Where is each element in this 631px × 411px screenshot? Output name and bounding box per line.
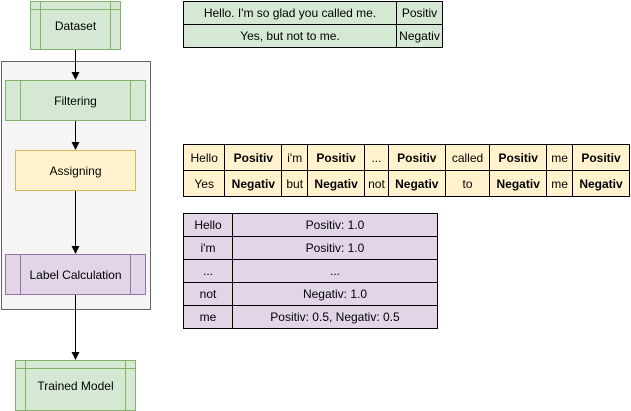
trained-model-label: Trained Model — [37, 378, 114, 393]
token-word: Hello — [182, 144, 226, 171]
token-word: not — [364, 170, 389, 197]
score-cell: Positiv: 0.5, Negativ: 0.5 — [232, 305, 438, 329]
score-cell: ... — [232, 259, 438, 283]
token-label: Negativ — [387, 170, 446, 197]
assigning-node: Assigning — [15, 150, 136, 191]
word-label-table: Hello Positiv: 1.0 i'm Positiv: 1.0 ... … — [183, 213, 438, 329]
score-cell: Negativ: 1.0 — [232, 282, 438, 306]
token-label: Positiv — [307, 144, 366, 171]
table-row: Hello. I'm so glad you called me. Positi… — [183, 1, 443, 25]
token-label: Negativ — [224, 170, 283, 197]
word-cell: me — [183, 305, 233, 329]
word-cell: Hello — [183, 213, 233, 237]
token-label: Positiv — [572, 144, 630, 171]
word-cell: ... — [183, 259, 233, 283]
sentence-text: Yes, but not to me. — [183, 24, 397, 48]
token-word: to — [444, 170, 491, 197]
token-label: Negativ — [307, 170, 366, 197]
dataset-label: Dataset — [54, 18, 97, 33]
token-label: Positiv — [387, 144, 446, 171]
filtering-node: Filtering — [5, 80, 146, 121]
score-cell: Positiv: 1.0 — [232, 236, 438, 260]
label-calculation-node: Label Calculation — [5, 254, 146, 295]
assigning-label: Assigning — [49, 163, 102, 178]
sentence-text: Hello. I'm so glad you called me. — [183, 1, 397, 25]
sentence-label: Negativ — [396, 24, 443, 48]
table-row: Yes Negativ but Negativ not Negativ to N… — [182, 170, 630, 197]
token-word: me — [546, 170, 574, 197]
token-label: Positiv — [489, 144, 548, 171]
table-row: i'm Positiv: 1.0 — [183, 236, 438, 260]
dataset-node: Dataset — [30, 1, 121, 50]
word-cell: i'm — [183, 236, 233, 260]
table-row: Yes, but not to me. Negativ — [183, 24, 443, 48]
token-label: Negativ — [572, 170, 630, 197]
table-row: me Positiv: 0.5, Negativ: 0.5 — [183, 305, 438, 329]
sentence-table: Hello. I'm so glad you called me. Positi… — [183, 1, 443, 48]
filtering-label: Filtering — [54, 93, 97, 108]
table-row: Hello Positiv: 1.0 — [183, 213, 438, 237]
token-word: i'm — [281, 144, 309, 171]
token-word: Yes — [182, 170, 226, 197]
table-row: ... ... — [183, 259, 438, 283]
token-label: Negativ — [489, 170, 548, 197]
table-row: not Negativ: 1.0 — [183, 282, 438, 306]
table-row: Hello Positiv i'm Positiv ... Positiv ca… — [182, 144, 630, 171]
token-word: me — [546, 144, 574, 171]
score-cell: Positiv: 1.0 — [232, 213, 438, 237]
token-table: Hello Positiv i'm Positiv ... Positiv ca… — [182, 144, 630, 197]
word-cell: not — [183, 282, 233, 306]
label-calculation-label: Label Calculation — [29, 267, 122, 282]
token-word: called — [444, 144, 491, 171]
trained-model-node: Trained Model — [15, 360, 136, 411]
sentence-label: Positiv — [396, 1, 443, 25]
token-label: Positiv — [224, 144, 283, 171]
token-word: but — [281, 170, 309, 197]
token-word: ... — [364, 144, 389, 171]
